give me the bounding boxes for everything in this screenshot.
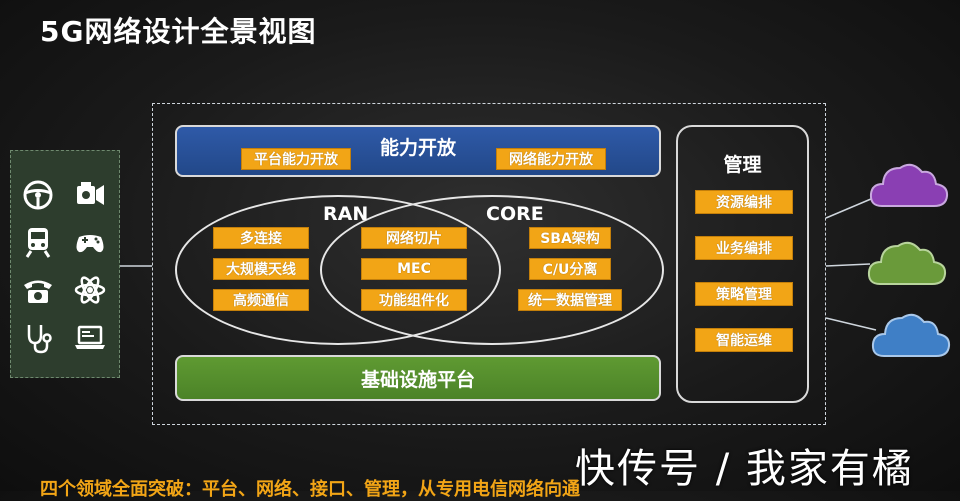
camera-icon [70, 175, 110, 215]
infrastructure-platform-bar [175, 355, 661, 401]
core-ellipse [320, 195, 664, 345]
watermark: 快传号 / 我家有橘 [575, 446, 914, 492]
core-item: C/U分离 [529, 258, 611, 280]
purple-cloud-icon [869, 163, 949, 207]
management-item: 业务编排 [695, 236, 793, 260]
core-item: SBA架构 [529, 227, 611, 249]
network-capability-box: 网络能力开放 [496, 148, 606, 170]
blue-cloud-icon [871, 313, 951, 357]
shared-item: 网络切片 [361, 227, 467, 249]
core-item: 统一数据管理 [518, 289, 622, 311]
train-icon [18, 222, 58, 262]
main-frame [152, 103, 826, 425]
steering-wheel-icon [18, 175, 58, 215]
ran-item: 多连接 [213, 227, 309, 249]
atom-icon [70, 270, 110, 310]
core-label: CORE [486, 203, 544, 225]
telephone-icon [18, 270, 58, 310]
capability-exposure-title: 能力开放 [379, 137, 456, 159]
management-item: 策略管理 [695, 282, 793, 306]
stethoscope-icon [18, 318, 58, 358]
shared-item: 功能组件化 [361, 289, 467, 311]
platform-capability-box: 平台能力开放 [241, 148, 351, 170]
shared-item: MEC [361, 258, 467, 280]
footer-caption: 四个领域全面突破：平台、网络、接口、管理，从专用电信网络向通用电信网络平台转变 [40, 479, 580, 500]
infrastructure-platform-title: 基础设施平台 [360, 369, 475, 391]
management-panel [676, 125, 809, 403]
gamepad-icon [70, 222, 110, 262]
management-item: 资源编排 [695, 190, 793, 214]
ran-label: RAN [323, 203, 369, 225]
green-cloud-icon [867, 241, 947, 285]
ran-item: 高频通信 [213, 289, 309, 311]
page-title: 5G网络设计全景视图 [40, 15, 317, 48]
management-title: 管理 [723, 154, 762, 176]
management-item: 智能运维 [695, 328, 793, 352]
laptop-icon [70, 318, 110, 358]
ran-item: 大规模天线 [213, 258, 309, 280]
